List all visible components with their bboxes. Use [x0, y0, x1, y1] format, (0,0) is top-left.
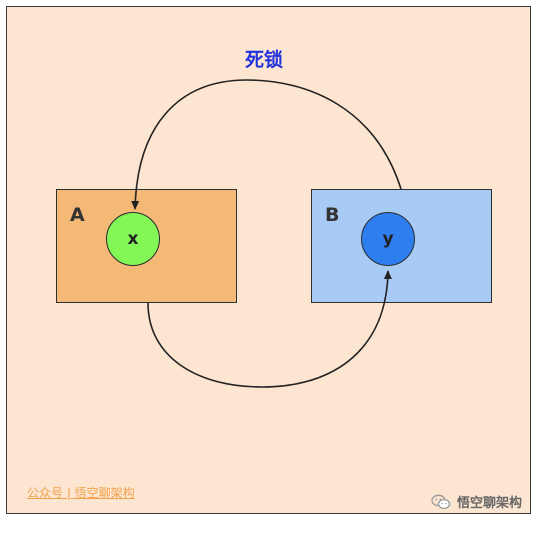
watermark-left-text: 公众号 | 悟空聊架构	[27, 486, 135, 500]
edge-a-to-y	[147, 270, 392, 388]
node-y: y	[361, 212, 415, 266]
diagram-frame: 死锁 A B x y 公众号 | 悟空聊架构	[6, 6, 531, 514]
edge-b-to-x	[131, 79, 402, 210]
diagram-title: 死锁	[244, 49, 283, 71]
watermark-right-text: 悟空聊架构	[457, 496, 523, 511]
box-b-label: B	[325, 204, 340, 226]
wechat-icon	[431, 494, 451, 509]
node-x: x	[106, 212, 160, 266]
diagram-edges	[131, 79, 402, 388]
box-a-label: A	[70, 204, 85, 226]
watermark-right: 悟空聊架构	[431, 492, 522, 511]
